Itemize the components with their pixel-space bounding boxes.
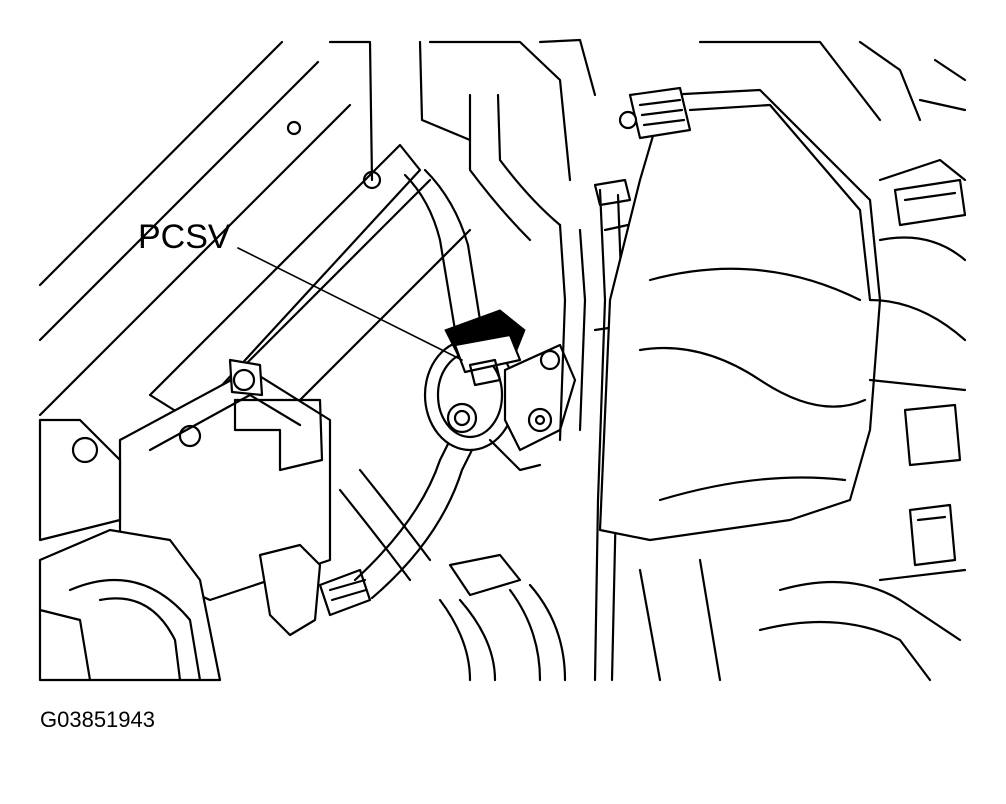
right-side-components — [638, 158, 967, 682]
vacuum-hose — [353, 428, 480, 600]
bottom-center-hoses — [338, 468, 567, 682]
pcsv-valve — [423, 309, 577, 472]
hose-clamp-left — [258, 543, 372, 637]
left-pulley-assembly — [38, 418, 222, 682]
right-housing — [598, 86, 882, 542]
illustration — [38, 38, 967, 682]
callout-leader-line — [237, 247, 463, 361]
upper-center-structure — [428, 38, 967, 182]
figure-code: G03851943 — [40, 707, 155, 732]
pcsv-callout-label: PCSV — [138, 218, 231, 256]
